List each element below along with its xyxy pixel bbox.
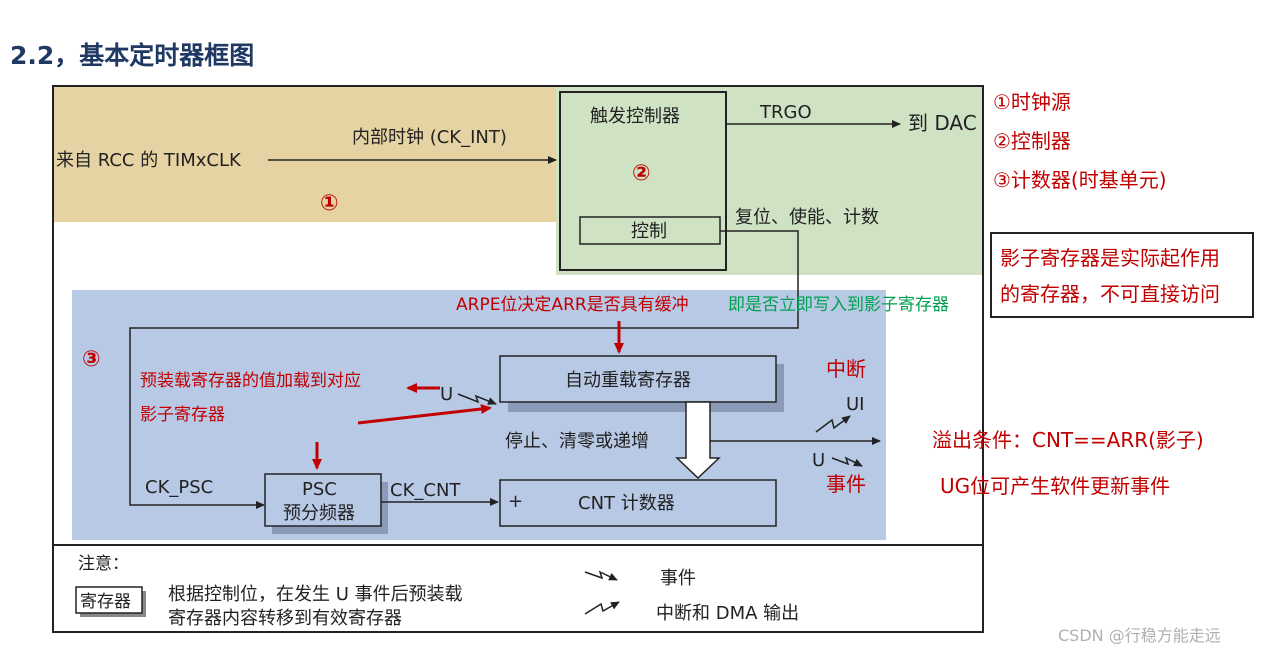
to-dac-label: 到 DAC bbox=[908, 111, 977, 135]
trgo-label: TRGO bbox=[759, 102, 812, 123]
register-desc-line2: 寄存器内容转移到有效寄存器 bbox=[168, 608, 402, 629]
zone3-marker: ③ bbox=[82, 347, 101, 372]
ui-interrupt-symbol bbox=[815, 415, 851, 433]
shadow-note-line2: 的寄存器，不可直接访问 bbox=[1000, 282, 1220, 306]
cnt-label: CNT 计数器 bbox=[578, 493, 675, 514]
preload-note-line2: 影子寄存器 bbox=[140, 405, 225, 425]
preload-note-line1: 预装载寄存器的值加载到对应 bbox=[140, 371, 361, 391]
shadow-register-note: 影子寄存器是实际起作用 的寄存器，不可直接访问 bbox=[990, 232, 1254, 318]
u-event-symbol bbox=[457, 393, 497, 405]
u-label: U bbox=[440, 384, 453, 405]
input-label: 来自 RCC 的 TIMxCLK bbox=[56, 150, 242, 171]
page-title: 2.2，基本定时器框图 bbox=[10, 41, 255, 70]
event-label: 事件 bbox=[826, 472, 866, 496]
legend-interrupt-dma-label: 中断和 DMA 输出 bbox=[656, 603, 799, 624]
legend-controller: ②控制器 bbox=[993, 129, 1071, 153]
legend-event-symbol bbox=[584, 570, 618, 581]
zone2-marker: ② bbox=[632, 161, 651, 186]
stop-clear-label: 停止、清零或递增 bbox=[505, 431, 649, 452]
legend-clock-source: ①时钟源 bbox=[993, 90, 1071, 114]
cnt-counter-box bbox=[499, 479, 777, 527]
auto-reload-label: 自动重载寄存器 bbox=[565, 370, 691, 391]
trigger-controller-box bbox=[559, 91, 727, 271]
ck-cnt-label: CK_CNT bbox=[390, 480, 461, 501]
prescaler-label: 预分频器 bbox=[283, 503, 355, 524]
ug-bit-note: UG位可产生软件更新事件 bbox=[940, 474, 1171, 498]
notes-title: 注意： bbox=[78, 554, 129, 574]
overflow-condition-note: 溢出条件：CNT==ARR(影子) bbox=[932, 428, 1204, 452]
register-sample-box bbox=[75, 586, 143, 614]
control-label: 控制 bbox=[631, 221, 667, 242]
register-sample-label: 寄存器 bbox=[80, 592, 131, 612]
ck-psc-label: CK_PSC bbox=[145, 477, 213, 498]
zone-clock-source bbox=[54, 87, 558, 222]
preload-target-arrow bbox=[357, 404, 492, 425]
u-event-label: U bbox=[812, 450, 825, 471]
control-path bbox=[129, 230, 799, 509]
reload-to-cnt-arrow bbox=[675, 401, 721, 480]
internal-clock-label: 内部时钟 (CK_INT) bbox=[352, 127, 507, 148]
auto-reload-register bbox=[499, 355, 777, 403]
arpe-note: ARPE位决定ARR是否具有缓冲 bbox=[456, 295, 689, 315]
u-event-out-symbol bbox=[831, 456, 863, 467]
trigger-controller-label: 触发控制器 bbox=[590, 106, 680, 127]
zone1-marker: ① bbox=[320, 191, 339, 216]
legend-event-label: 事件 bbox=[660, 568, 696, 589]
psc-label: PSC bbox=[302, 479, 337, 500]
register-desc-line1: 根据控制位，在发生 U 事件后预装载 bbox=[168, 584, 463, 605]
legend-counter: ③计数器(时基单元) bbox=[993, 168, 1167, 192]
legend-interrupt-symbol bbox=[584, 601, 620, 615]
watermark: CSDN @行稳方能走远 bbox=[1058, 626, 1221, 645]
psc-prescaler-box bbox=[264, 473, 382, 527]
interrupt-label: 中断 bbox=[826, 357, 866, 381]
plus-label: + bbox=[508, 491, 523, 512]
reset-enable-count-label: 复位、使能、计数 bbox=[735, 207, 879, 228]
ui-label: UI bbox=[846, 394, 864, 415]
shadow-note-line1: 影子寄存器是实际起作用 bbox=[1000, 246, 1220, 270]
arpe-note-2: 即是否立即写入到影子寄存器 bbox=[728, 295, 949, 315]
